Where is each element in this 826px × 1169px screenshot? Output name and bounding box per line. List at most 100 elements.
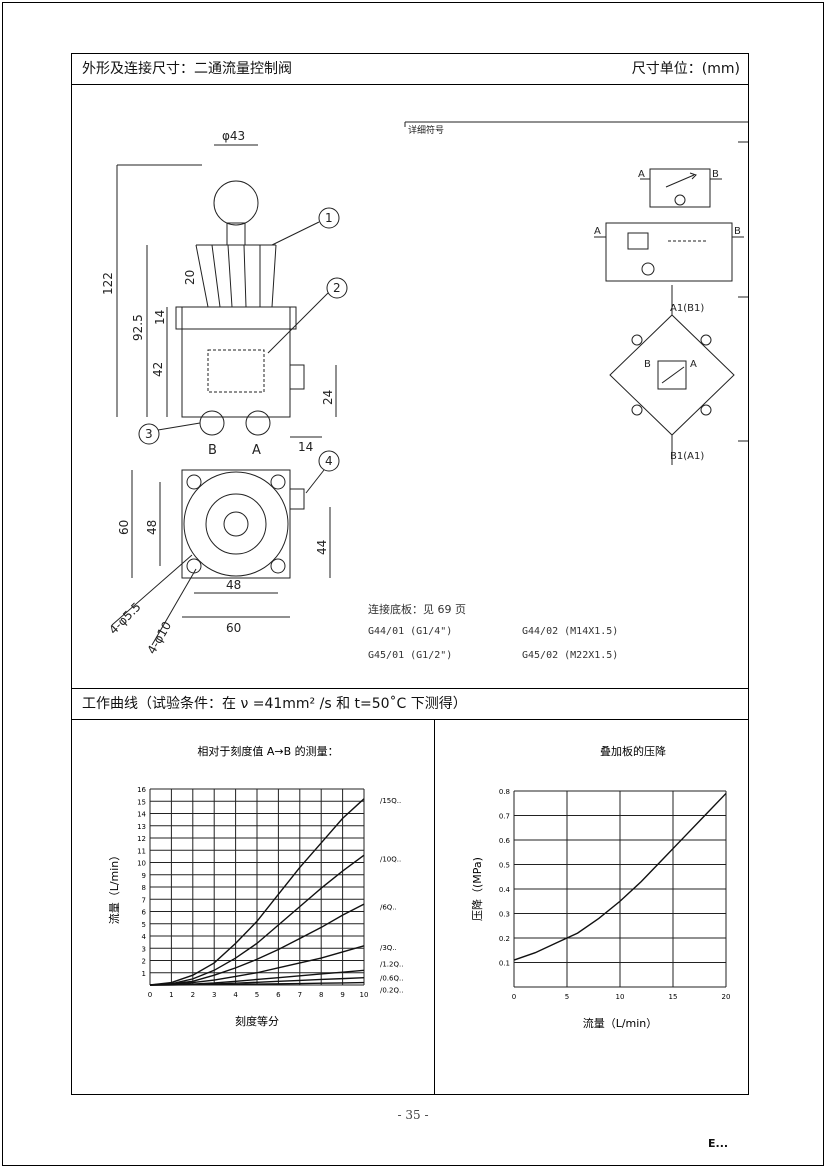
adjust-screw-top <box>289 488 305 510</box>
dim-24: 24 <box>321 390 335 405</box>
chart-divider <box>434 719 435 1094</box>
y-tick-label: 0.6 <box>499 837 511 845</box>
y-tick-label: 0.7 <box>499 813 510 821</box>
callout-2: 2 <box>333 281 341 295</box>
symbol-a1b1: A1(B1) <box>670 303 704 314</box>
datasheet-frame: 外形及连接尺寸：二通流量控制阀 尺寸单位：(mm) <box>71 53 749 1095</box>
y-axis-label: 流量（L/min） <box>107 850 121 925</box>
series-label: /0.6Q.. <box>380 975 403 983</box>
knob-grip <box>195 244 277 308</box>
x-tick-label: 1 <box>169 991 173 999</box>
dim-d43: φ43 <box>222 129 245 143</box>
series-line <box>149 981 365 986</box>
x-tick-label: 6 <box>276 991 281 999</box>
y-tick-label: 4 <box>142 933 147 941</box>
dim-92-5: 92.5 <box>131 314 145 341</box>
dim-44: 44 <box>315 540 329 555</box>
y-tick-label: 0.3 <box>499 911 510 919</box>
y-tick-label: 2 <box>142 958 146 966</box>
symbol-b1a1: B1(A1) <box>670 451 704 462</box>
footer-mark: E... <box>708 1137 729 1150</box>
x-axis-label: 刻度等分 <box>235 1014 279 1028</box>
series-line <box>149 945 365 986</box>
dim-60v: 60 <box>117 520 131 535</box>
chart-title: 相对于刻度值 A→B 的测量： <box>197 744 338 758</box>
y-tick-label: 6 <box>142 909 147 917</box>
y-tick-label: 3 <box>142 945 146 953</box>
series-label: /0.2Q.. <box>380 987 403 995</box>
dim-122: 122 <box>101 272 115 295</box>
y-tick-label: 15 <box>137 798 146 806</box>
series-label: /1.2Q.. <box>380 960 403 968</box>
symbol-a3: A <box>690 359 697 370</box>
mount-hole <box>270 474 286 490</box>
valve-body-top <box>181 469 291 579</box>
handle-knob <box>213 180 259 226</box>
port-b-seal <box>199 410 225 436</box>
x-tick-label: 10 <box>360 991 369 999</box>
symbol-a: A <box>638 169 645 180</box>
section-title: 外形及连接尺寸：二通流量控制阀 <box>82 61 292 77</box>
x-tick-label: 2 <box>191 991 195 999</box>
mount-hole <box>270 558 286 574</box>
callout-3: 3 <box>145 427 153 441</box>
y-tick-label: 13 <box>137 823 146 831</box>
port-label-b: B <box>208 443 217 458</box>
series-label: /3Q.. <box>380 944 397 952</box>
valve-body-side <box>181 306 291 418</box>
port-label-a: A <box>252 443 261 458</box>
baseplate-g45-02: G45/02 (M22X1.5) <box>522 650 619 661</box>
x-tick-label: 0 <box>148 991 152 999</box>
knob-top <box>223 511 249 537</box>
technical-drawing: φ43 122 92.5 42 20 14 24 14 60 48 44 48 … <box>101 121 748 657</box>
dim-48v: 48 <box>145 520 159 535</box>
x-tick-label: 7 <box>298 991 302 999</box>
body-flange-circle <box>183 471 289 577</box>
port-a-seal <box>245 410 271 436</box>
series-line <box>149 903 365 986</box>
mount-hole <box>186 474 202 490</box>
symbol-detailed <box>605 222 733 282</box>
chart-title: 叠加板的压降 <box>600 744 666 758</box>
y-tick-label: 14 <box>137 811 146 819</box>
y-tick-label: 5 <box>142 921 146 929</box>
x-tick-label: 0 <box>512 993 516 1001</box>
mount-hole <box>186 558 202 574</box>
y-tick-label: 8 <box>142 884 146 892</box>
series-label: /6Q.. <box>380 903 397 911</box>
symbol-simple <box>649 168 711 208</box>
y-tick-label: 0.5 <box>499 862 510 870</box>
callout-circle <box>138 423 160 445</box>
y-tick-label: 16 <box>137 786 146 794</box>
page-number: - 35 - <box>397 1108 429 1122</box>
section-header-dimensions: 外形及连接尺寸：二通流量控制阀 尺寸单位：(mm) <box>72 54 748 85</box>
x-tick-label: 3 <box>212 991 216 999</box>
callout-circle <box>326 277 348 299</box>
series-line <box>149 798 365 986</box>
curves-title: 工作曲线（试验条件：在 ν =41mm² /s 和 t=50˚C 下测得） <box>82 696 467 712</box>
dim-14: 14 <box>153 310 167 325</box>
dim-hole10: 4-φ10 <box>144 619 174 656</box>
series-line <box>149 854 365 986</box>
callout-circle <box>318 207 340 229</box>
y-tick-label: 9 <box>142 872 146 880</box>
x-tick-label: 5 <box>565 993 569 1001</box>
callout-1: 1 <box>325 211 333 225</box>
baseplate-g44-01: G44/01 (G1/4") <box>368 626 453 637</box>
dim-hole55: 4-φ5.5 <box>106 600 143 637</box>
dim-20: 20 <box>183 270 197 285</box>
x-tick-label: 15 <box>669 993 678 1001</box>
symbol-a2: A <box>594 226 601 237</box>
series-label: /15Q.. <box>380 797 401 805</box>
y-tick-label: 7 <box>142 896 146 904</box>
callout-circle <box>318 450 340 472</box>
x-tick-label: 8 <box>319 991 323 999</box>
dim-14b: 14 <box>298 440 313 454</box>
section-header-curves: 工作曲线（试验条件：在 ν =41mm² /s 和 t=50˚C 下测得） <box>72 688 748 720</box>
symbol-b: B <box>712 169 719 180</box>
adjust-screw-side <box>289 364 305 390</box>
unit-label: 尺寸单位：(mm) <box>631 61 740 77</box>
dim-48h: 48 <box>226 578 241 592</box>
y-tick-label: 0.2 <box>499 935 510 943</box>
